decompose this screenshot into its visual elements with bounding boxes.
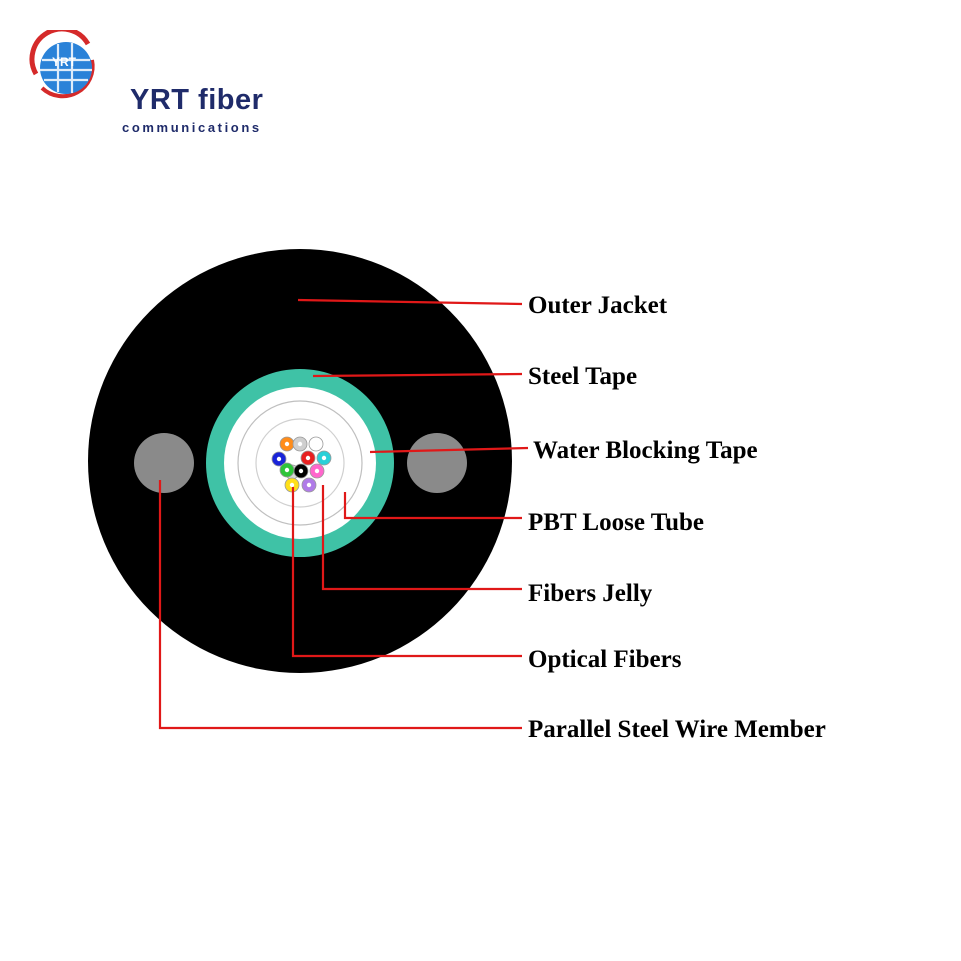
water-blocking-tape <box>224 387 376 539</box>
optical-fiber-core <box>289 482 295 488</box>
leader-pbt-loose-tube <box>343 492 522 520</box>
optical-fiber-core <box>306 482 312 488</box>
label-water-blocking-tape: Water Blocking Tape <box>533 437 758 464</box>
optical-fiber-core <box>314 468 320 474</box>
label-outer-jacket: Outer Jacket <box>528 292 668 319</box>
optical-fiber-core <box>284 467 290 473</box>
label-optical-fibers: Optical Fibers <box>528 646 682 673</box>
label-pbt-loose-tube: PBT Loose Tube <box>528 509 705 536</box>
logo-mark-text: YRT <box>52 55 77 69</box>
optical-fiber-core <box>321 455 327 461</box>
optical-fiber-core <box>276 456 282 462</box>
optical-fiber-core <box>284 441 290 447</box>
label-steel-tape: Steel Tape <box>528 363 638 390</box>
leader-water-blocking-tape <box>369 446 529 454</box>
pbt-loose-tube <box>237 400 363 526</box>
logo-name: YRT fiber <box>130 84 264 116</box>
label-fibers-jelly: Fibers Jelly <box>528 580 653 607</box>
optical-fiber-core <box>313 441 319 447</box>
leader-outer-jacket <box>297 298 523 306</box>
brand-logo: YRT YRT fiber communications <box>28 30 278 135</box>
leader-steel-tape <box>312 372 523 378</box>
steel-wire-right <box>407 433 467 493</box>
leader-optical-fibers <box>291 487 522 658</box>
optical-fiber-bundle <box>271 436 332 493</box>
optical-fiber-core <box>297 441 303 447</box>
leader-parallel-steel-wire <box>158 480 522 730</box>
optical-fiber-core <box>298 468 304 474</box>
leader-fibers-jelly <box>321 485 522 591</box>
label-parallel-steel-wire-member: Parallel Steel Wire Member <box>528 716 826 743</box>
logo-subtitle: communications <box>122 120 262 135</box>
optical-fiber-core <box>305 455 311 461</box>
globe-icon: YRT <box>29 30 95 99</box>
fibers-jelly <box>255 418 345 508</box>
steel-wire-left <box>134 433 194 493</box>
